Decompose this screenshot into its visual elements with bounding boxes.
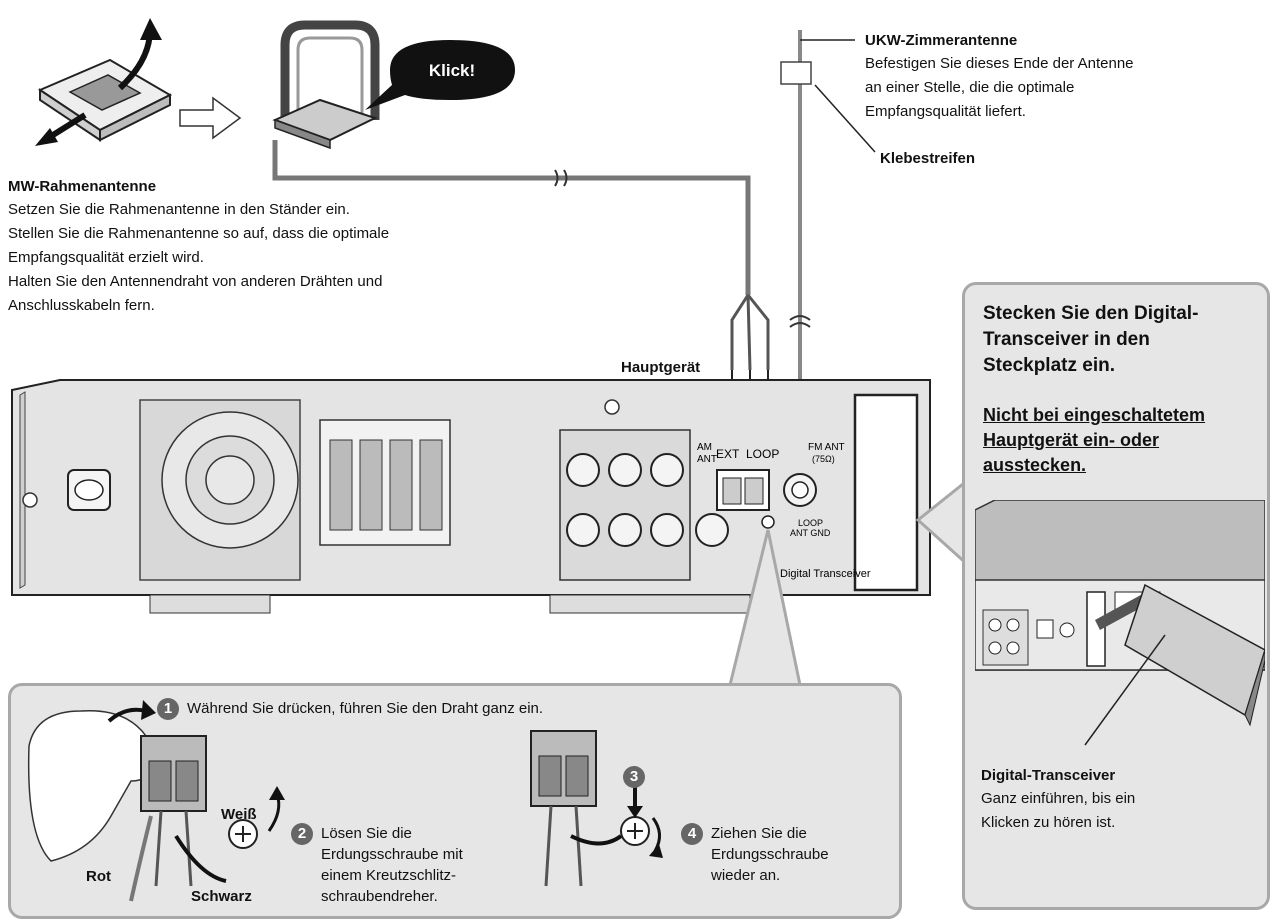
step-1: 1 Während Sie drücken, führen Sie den Dr… [157,698,543,720]
ukw-line-1: Befestigen Sie dieses Ende der Antenne [865,55,1134,72]
fm-ant-label: FM ANT [808,442,845,453]
step-2-line-4: schraubendreher. [321,888,438,905]
transceiver-warning: Nicht bei eingeschaltetem Hauptgerät ein… [983,403,1205,478]
step-2-text: Lösen Sie die Erdungsschraube mit einem … [321,823,463,907]
wire-label-black: Schwarz [191,888,252,905]
transceiver-heading: Stecken Sie den Digital- Transceiver in … [983,301,1198,379]
transceiver-insert-illustration [975,500,1265,746]
transceiver-warning-1: Nicht bei eingeschaltetem [983,405,1206,425]
transceiver-caption-title: Digital-Transceiver [981,767,1116,784]
ant-label: ANT [697,454,717,465]
wire-label-white: Weiß [221,806,257,823]
step-2: 2 Lösen Sie die Erdungsschraube mit eine… [291,823,463,907]
step-1-number: 1 [157,698,179,720]
mw-line-3: Empfangsqualität erzielt wird. [8,249,204,266]
main-unit-label: Hauptgerät [621,359,701,376]
step-3: 3 [623,766,645,788]
step-1-text: Während Sie drücken, führen Sie den Drah… [187,700,544,717]
step-2-line-3: einem Kreutzschlitz- [321,867,457,884]
next-arrow [179,96,242,140]
mw-line-1: Setzen Sie die Rahmenantenne in den Stän… [8,201,350,218]
digital-transceiver-label: Digital Transceiver [780,568,871,580]
am-cable [272,140,751,295]
ukw-line-3: Empfangsqualität liefert. [865,103,1026,120]
mw-title: MW-Rahmenantenne [8,178,157,195]
step-4: 4 Ziehen Sie die Erdungsschraube wieder … [681,823,829,886]
ukw-line-2: an einer Stelle, die die optimale [865,79,1075,96]
loop-gnd-label-1: LOOP [798,518,823,528]
fm-antenna-wire [780,30,876,430]
step-4-text: Ziehen Sie die Erdungsschraube wieder an… [711,823,829,886]
step-4-line-2: Erdungsschraube [711,846,829,863]
step-3-number: 3 [623,766,645,788]
click-bubble-text: Klick! [429,61,475,80]
step-2-line-1: Lösen Sie die [321,825,412,842]
steps-panel: 1 Während Sie drücken, führen Sie den Dr… [8,683,902,919]
step-2-line-2: Erdungsschraube mit [321,846,463,863]
wire-label-red: Rot [86,868,111,885]
mw-line-2: Stellen Sie die Rahmenantenne so auf, da… [8,225,390,242]
transceiver-caption-1: Ganz einführen, bis ein [981,790,1136,807]
loop-gnd-label-2: ANT GND [790,528,831,538]
am-ant-label: AM [697,442,712,453]
loop-label: LOOP [746,447,779,461]
step-2-number: 2 [291,823,313,845]
steps-illustration [27,700,663,902]
step-4-line-3: wieder an. [711,867,781,884]
transceiver-warning-2: Hauptgerät ein- oder [983,430,1160,450]
mw-line-4: Halten Sie den Antennendraht von anderen… [8,273,383,290]
mw-line-5: Anschlusskabeln fern. [8,297,155,314]
transceiver-heading-3: Steckplatz ein. [983,355,1115,376]
main-unit-panel [11,379,931,614]
ext-label: EXT [716,447,740,461]
click-bubble [365,40,515,110]
step-4-number: 4 [681,823,703,845]
ukw-title: UKW-Zimmerantenne [865,32,1018,49]
loop-antenna-standing [272,20,380,150]
transceiver-heading-1: Stecken Sie den Digital- [983,303,1199,324]
transceiver-heading-2: Transceiver in den [983,329,1150,350]
loop-antenna-folded [37,58,173,142]
transceiver-caption-2: Klicken zu hören ist. [981,814,1116,831]
fm-ohm-label: (75Ω) [812,454,835,464]
transceiver-panel: Stecken Sie den Digital- Transceiver in … [962,282,1270,910]
tape-label: Klebestreifen [880,150,976,167]
transceiver-warning-3: ausstecken. [983,455,1087,475]
step-4-line-1: Ziehen Sie die [711,825,807,842]
